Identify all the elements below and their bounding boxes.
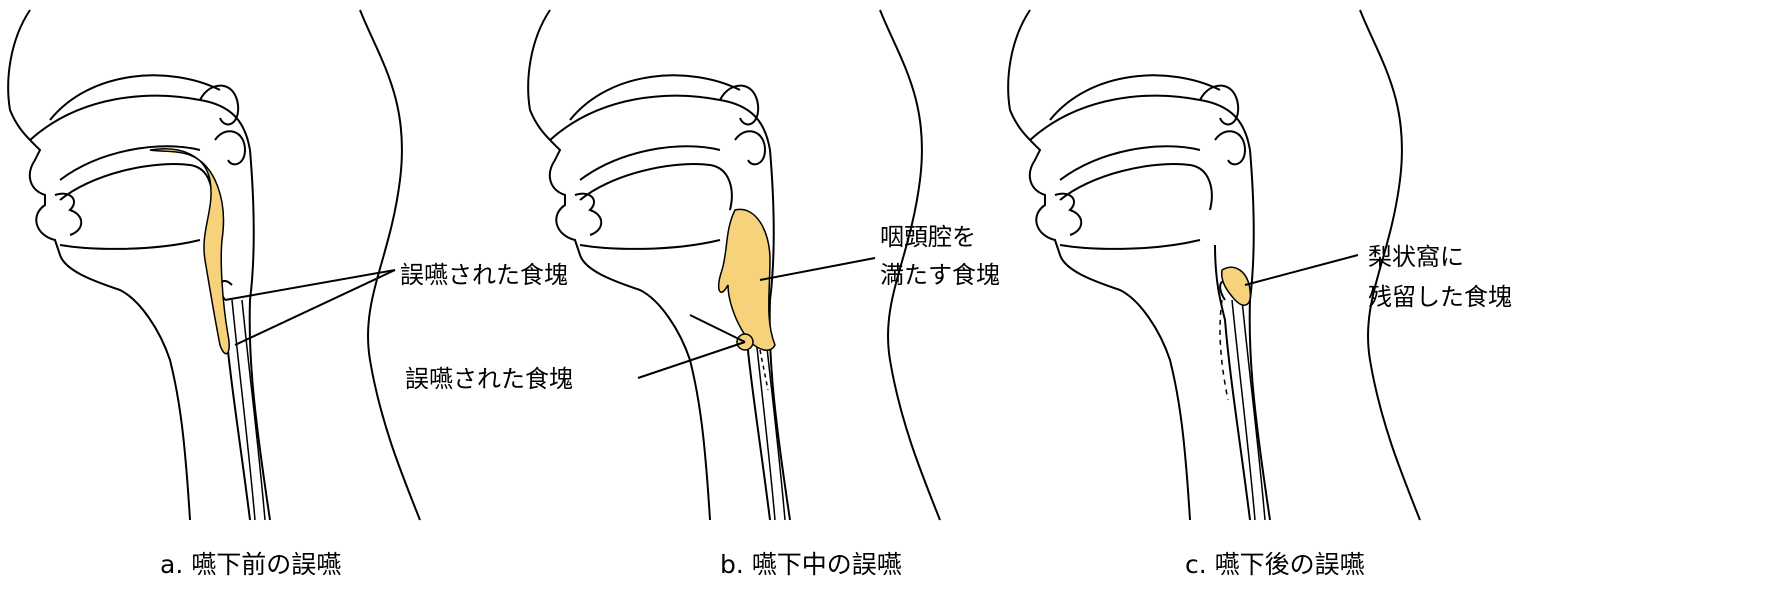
label-filling-bolus-line2: 満たす食塊 bbox=[880, 263, 1000, 287]
label-aspirated-bolus-a: 誤嚥された食塊 bbox=[400, 263, 568, 287]
leader-lines bbox=[225, 255, 1358, 378]
bolus-a bbox=[150, 149, 229, 354]
label-residual-bolus-line2: 残留した食塊 bbox=[1368, 285, 1512, 309]
head-section-c bbox=[1008, 10, 1420, 520]
bolus-c bbox=[1222, 267, 1251, 305]
head-section-a bbox=[8, 10, 420, 520]
label-residual-bolus-line1: 梨状窩に bbox=[1368, 245, 1464, 269]
head-section-b bbox=[528, 10, 940, 520]
caption-b: b. 嚥下中の誤嚥 bbox=[720, 545, 902, 581]
caption-c: c. 嚥下後の誤嚥 bbox=[1185, 545, 1365, 581]
caption-a: a. 嚥下前の誤嚥 bbox=[160, 545, 341, 581]
label-aspirated-bolus-b: 誤嚥された食塊 bbox=[405, 367, 573, 391]
bolus-b bbox=[719, 209, 775, 350]
label-filling-bolus-line1: 咽頭腔を bbox=[880, 225, 976, 249]
